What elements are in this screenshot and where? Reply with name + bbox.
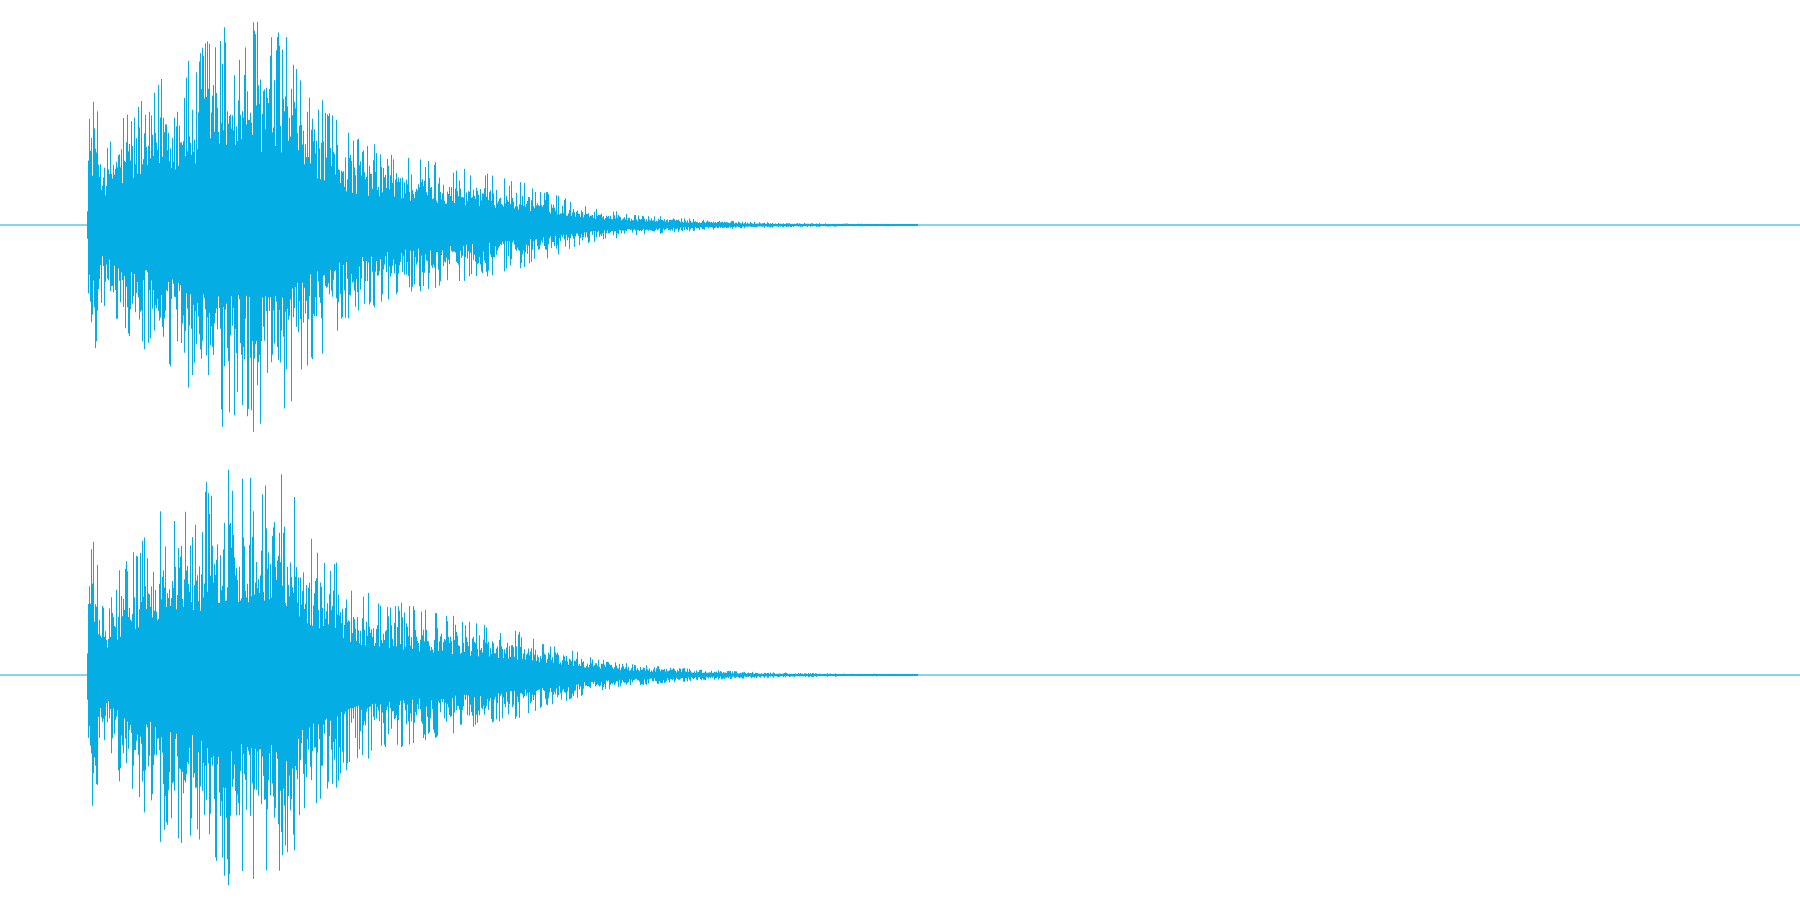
channel-2-waveform bbox=[0, 469, 1800, 886]
channel-2-waveform-core bbox=[87, 600, 918, 750]
channel-1-waveform bbox=[0, 22, 1800, 432]
channel-1-waveform-core bbox=[87, 150, 918, 300]
